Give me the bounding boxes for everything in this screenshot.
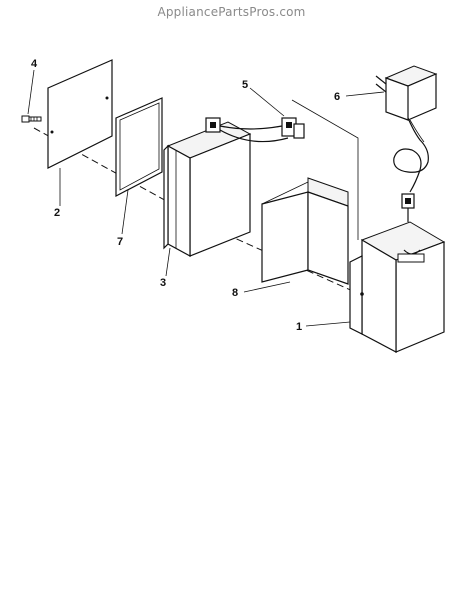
callout-6-adapter: 6: [334, 91, 340, 103]
leader-6-adapter: [345, 91, 385, 97]
back-panel-outline: [291, 99, 359, 240]
callout-7: 7: [117, 236, 123, 248]
part-3-housing: [163, 117, 252, 258]
part-1-transformer-box: [349, 221, 446, 353]
part-2-cover-plate: [47, 59, 113, 169]
leader-4: [27, 69, 35, 115]
watermark: AppliancePartsPros.com: [157, 5, 306, 19]
part-8-power-adapter: [375, 65, 438, 222]
leader-8: [243, 281, 291, 293]
part-7-gasket: [115, 97, 163, 197]
leader-5: [249, 87, 285, 117]
leader-7: [121, 189, 129, 235]
leader-3: [165, 247, 171, 277]
part-4-screw: [21, 115, 42, 123]
callout-4: 4: [31, 58, 38, 70]
part-5-connector: [219, 117, 305, 143]
callout-3: 3: [160, 277, 166, 289]
callout-1: 1: [296, 321, 302, 333]
callout-5: 5: [242, 79, 248, 91]
callout-2: 2: [54, 207, 60, 219]
leader-1: [305, 321, 351, 327]
part-6-bracket: [261, 177, 349, 285]
callout-8: 8: [232, 287, 238, 299]
